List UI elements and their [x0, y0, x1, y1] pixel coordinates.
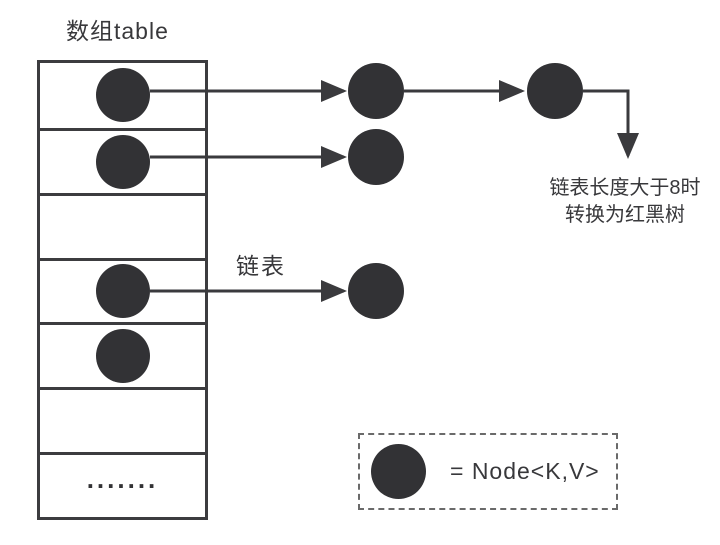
node-circle — [348, 263, 404, 319]
node-circle — [95, 134, 150, 189]
array-cell-0 — [40, 63, 205, 128]
ellipsis-dots: ....... — [86, 464, 159, 495]
array-cell-5 — [40, 387, 205, 452]
node-circle — [348, 129, 404, 185]
array-table: ....... — [37, 60, 208, 520]
node-circle — [527, 63, 583, 119]
node-circle — [95, 264, 150, 319]
node-circle — [95, 68, 150, 123]
array-cell-3 — [40, 257, 205, 323]
node-circle — [348, 63, 404, 119]
array-cell-6: ....... — [40, 452, 205, 517]
diagram-title: 数组table — [66, 18, 169, 44]
legend-box: = Node<K,V> — [358, 433, 618, 510]
array-cell-1 — [40, 127, 205, 193]
treeify-annotation-line2: 转换为红黑树 — [565, 204, 685, 226]
legend-node-circle — [371, 444, 426, 499]
treeify-annotation-line1: 链表长度大于8时 — [549, 177, 701, 199]
legend-text: = Node<K,V> — [450, 458, 600, 484]
treeify-annotation: 链表长度大于8时 转换为红黑树 — [525, 175, 720, 229]
node-circle — [95, 329, 150, 384]
array-cell-4 — [40, 322, 205, 387]
linked-list-label: 链表 — [236, 253, 286, 279]
array-cell-2 — [40, 192, 205, 258]
